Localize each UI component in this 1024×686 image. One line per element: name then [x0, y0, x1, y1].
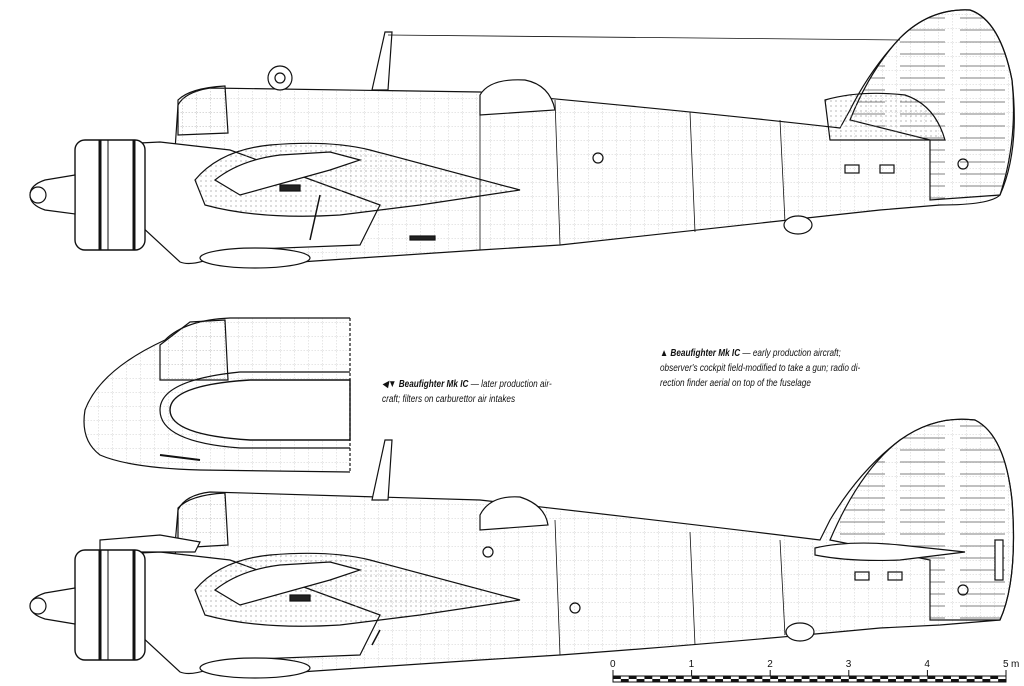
observer-cupola	[479, 496, 549, 531]
scale-bar-segment	[699, 679, 708, 682]
scale-bar-segment	[809, 679, 818, 682]
tail-fillet	[824, 92, 946, 141]
scale-bar-unit: m	[1011, 659, 1019, 670]
scale-bar-segment	[801, 676, 810, 679]
aerial-mast	[371, 31, 393, 91]
scale-bar-segment	[613, 676, 621, 679]
scale-bar-segment	[982, 679, 991, 682]
aircraft-side-view-later	[29, 418, 1015, 679]
nacelle-cutout	[169, 379, 351, 441]
astrodome	[267, 65, 293, 91]
observer-cupola	[479, 79, 556, 116]
scale-bar-segment	[668, 679, 676, 682]
aerial-mast	[371, 439, 393, 501]
pilot-canopy	[177, 492, 229, 549]
scale-bar-segment	[738, 676, 747, 679]
scale-bar-tick-label: 4	[924, 659, 930, 670]
scale-bar-segment	[762, 679, 771, 682]
scale-bar-segment	[880, 676, 889, 679]
scale-bar-segment	[754, 676, 763, 679]
scale-bar-tick-label: 1	[689, 659, 695, 670]
scale-bar-segment	[825, 679, 834, 682]
scale-bar-segment	[895, 676, 904, 679]
scale-bar-segment	[927, 676, 936, 679]
scale-bar-tick-label: 5	[1003, 659, 1009, 670]
scale-bar-segment	[746, 679, 755, 682]
scale-bar-tick-label: 3	[846, 659, 852, 670]
caption-early-production: ▲ Beaufighter Mk IC — early production a…	[660, 346, 860, 391]
scale-bar-segment	[691, 676, 700, 679]
caption-line: craft; filters on carburettor air intake…	[382, 394, 516, 405]
nose-detail-view	[83, 317, 351, 473]
tailplane	[814, 542, 966, 562]
scale-bar-segment	[730, 679, 739, 682]
scale-bar-segment	[958, 676, 967, 679]
nose-canopy	[159, 319, 229, 381]
scale-bar-segment	[943, 676, 951, 679]
scale-bar-segment	[856, 679, 865, 682]
scale-bar-segment	[911, 676, 920, 679]
scale-bar-segment	[817, 676, 826, 679]
scale-bar-segment	[715, 679, 724, 682]
tail-fin	[849, 9, 1015, 201]
caption-title: Beaufighter Mk IC	[670, 348, 741, 359]
scale-bar-segment	[628, 676, 637, 679]
scale-bar-segment	[723, 676, 731, 679]
scale-bar-segment	[919, 679, 928, 682]
scale-bar-segment	[864, 676, 873, 679]
scale-bar-segment	[683, 679, 692, 682]
scale-bar-segment	[840, 679, 849, 682]
scale-bar-segment	[888, 679, 896, 682]
caption-line: rection finder aerial on top of the fuse…	[660, 378, 811, 389]
aircraft-side-view-early	[29, 9, 1015, 269]
aerial-wire	[387, 34, 901, 41]
scale-bar-segment	[620, 679, 629, 682]
scale-bar-segment	[848, 676, 857, 679]
scale-bar-segment	[636, 679, 645, 682]
scale-bar-segment	[770, 676, 779, 679]
caption-line: — later production air-	[468, 379, 552, 390]
scale-bar-segment	[935, 679, 944, 682]
scale-bar-segment	[998, 679, 1006, 682]
scale-bar-segment	[778, 679, 786, 682]
caption-title: Beaufighter Mk IC	[398, 379, 469, 390]
scale-bar-segment	[903, 679, 912, 682]
caption-line: — early production aircraft;	[740, 348, 841, 359]
caption-later-production: ◀▼ Beaufighter Mk IC — later production …	[382, 377, 552, 407]
scale-bar-segment	[660, 676, 669, 679]
scale-bar-segment	[785, 676, 794, 679]
scale-bar-tick-label: 0	[610, 659, 616, 670]
scale-bar-segment	[707, 676, 716, 679]
triangle-left-down-icon: ◀▼	[382, 379, 397, 390]
scale-bar-segment	[793, 679, 802, 682]
scale-bar-segment	[974, 676, 983, 679]
caption-line: observer's cockpit field-modified to tak…	[660, 363, 861, 374]
scale-bar-tick-label: 2	[767, 659, 773, 670]
scale-bar-segment	[644, 676, 653, 679]
scale-bar-segment	[966, 679, 975, 682]
triangle-up-icon: ▲	[660, 348, 669, 359]
scale-bar-segment	[652, 679, 661, 682]
pilot-canopy	[177, 85, 229, 136]
scale-bar-segment	[675, 676, 684, 679]
scale-bar-segment	[833, 676, 841, 679]
scale-bar-segment	[990, 676, 999, 679]
scale-bar-segment	[872, 679, 881, 682]
tail-fin	[829, 418, 1015, 621]
scale-bar-segment	[950, 679, 959, 682]
